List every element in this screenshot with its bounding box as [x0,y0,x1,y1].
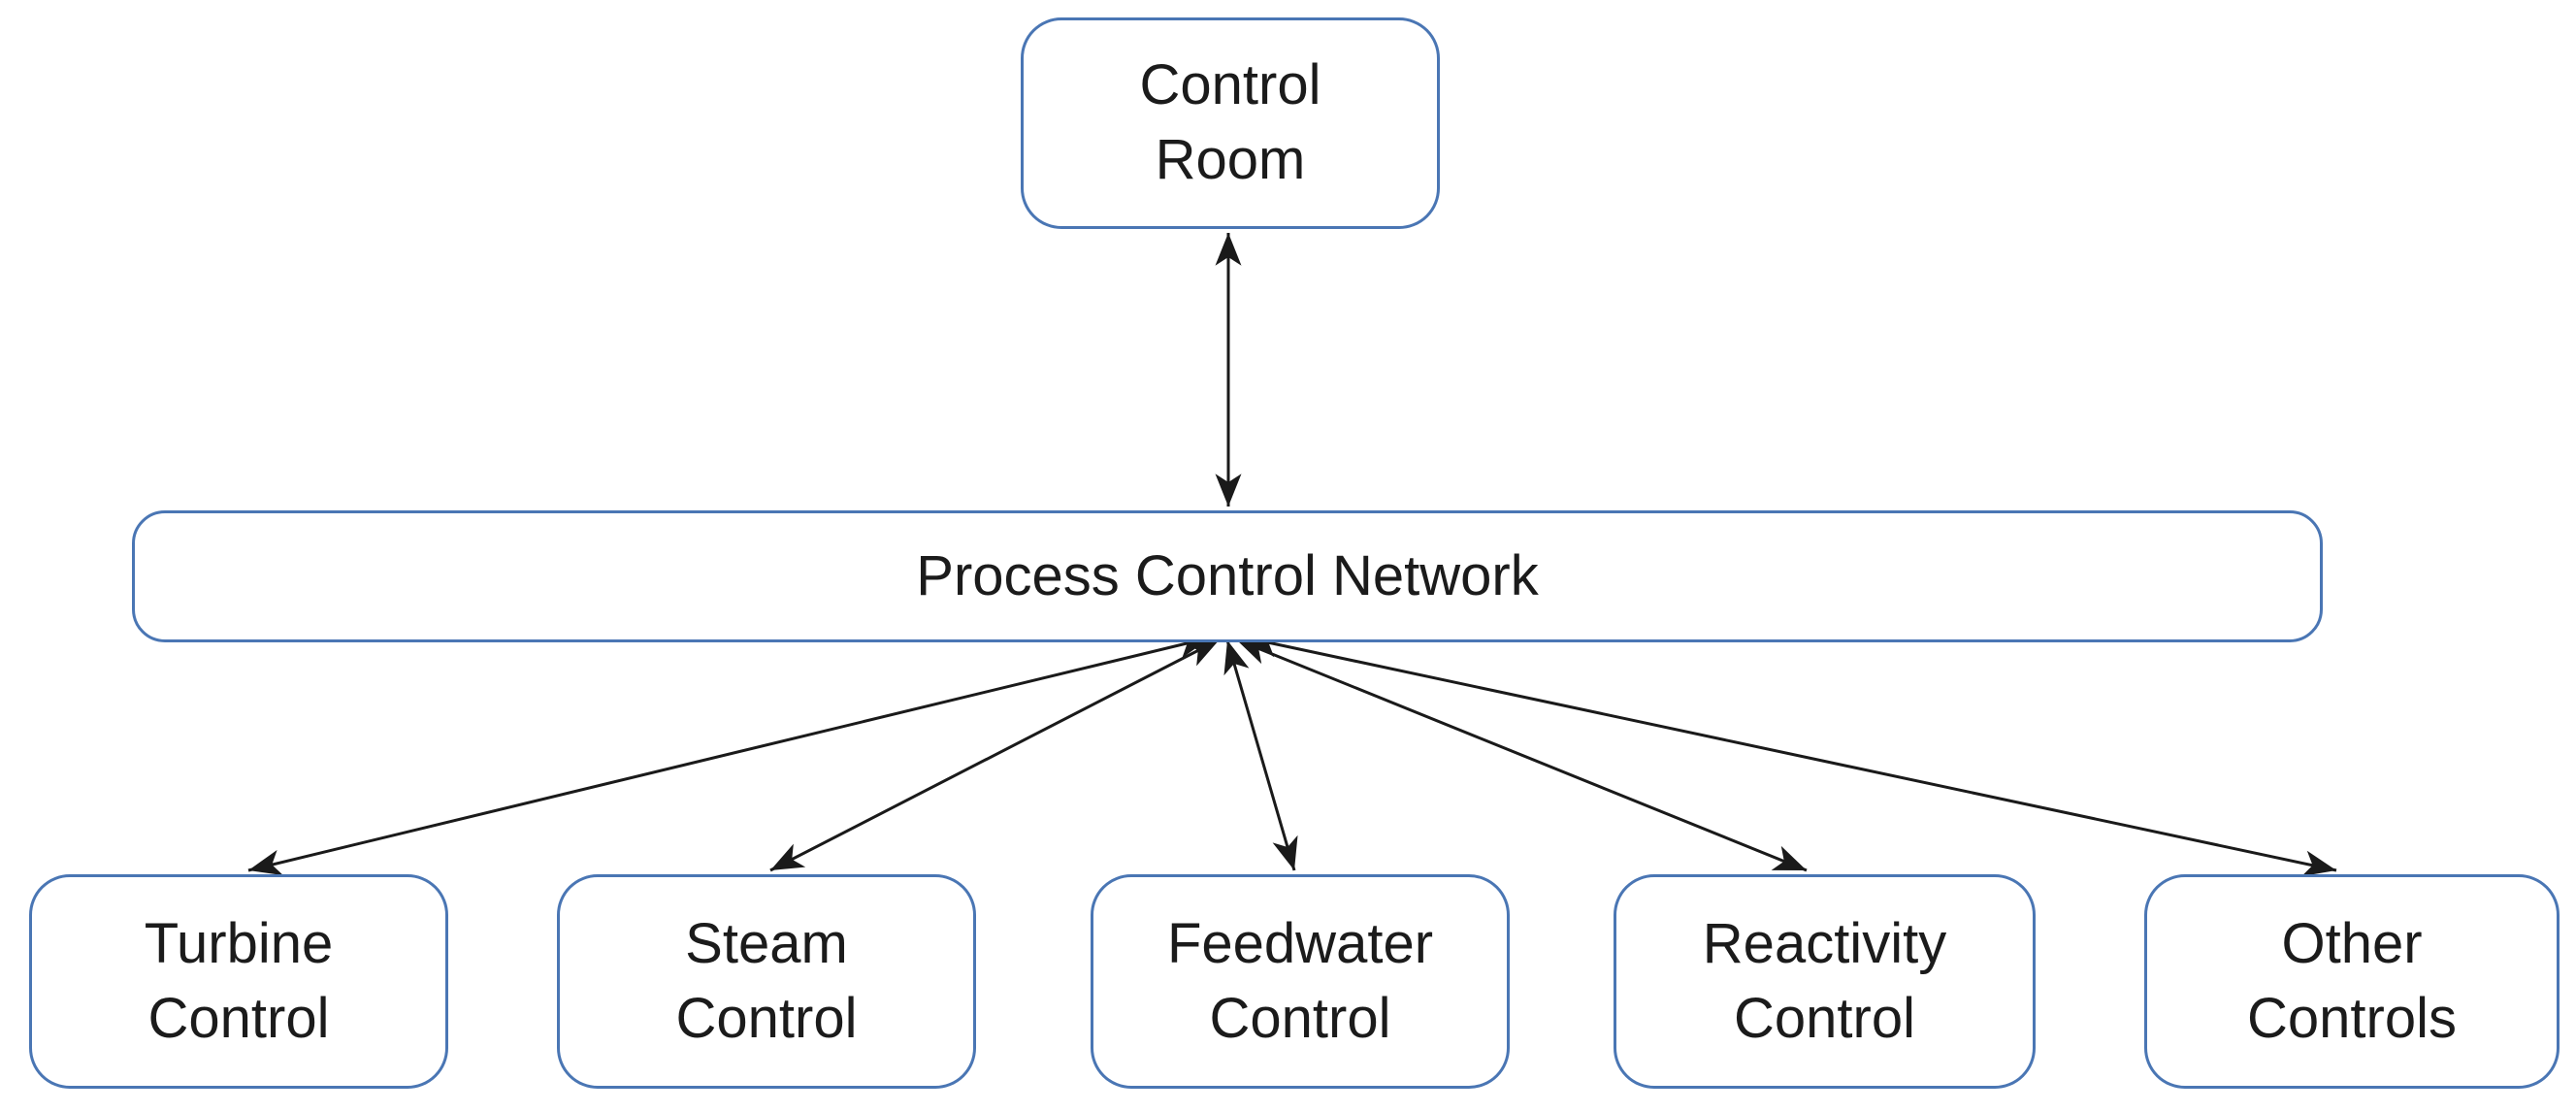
node-control-room: Control Room [1021,17,1440,229]
connector-pcn-other [1244,631,2337,877]
node-turbine-control-label-line1: Turbine [144,911,334,975]
node-control-room-label-line2: Room [1155,128,1306,191]
node-steam-control-label-line2: Control [675,986,858,1050]
connector-pcn-reactivity [1235,638,1808,872]
node-other-controls: Other Controls [2144,874,2560,1089]
connector-pcn-turbine [247,632,1212,876]
node-other-controls-label-line1: Other [2281,911,2423,975]
node-reactivity-control-label-line1: Reactivity [1702,911,1947,975]
node-feedwater-control-label-line2: Control [1209,986,1391,1050]
connector-pcn-steam [769,638,1221,872]
node-other-controls-label-line2: Controls [2247,986,2457,1050]
node-feedwater-control-label-line1: Feedwater [1166,911,1434,975]
node-turbine-control: Turbine Control [29,874,448,1089]
node-reactivity-control-label-line2: Control [1734,986,1915,1050]
node-turbine-control-label-line2: Control [147,986,330,1050]
node-process-control-network: Process Control Network [132,510,2323,642]
node-control-room-label-line1: Control [1139,53,1321,117]
node-process-control-network-label: Process Control Network [916,543,1539,607]
node-steam-control-label-line1: Steam [685,911,848,975]
node-feedwater-control: Feedwater Control [1091,874,1510,1089]
node-reactivity-control: Reactivity Control [1614,874,2036,1089]
connector-pcn-feedwater [1223,639,1298,871]
node-steam-control: Steam Control [557,874,976,1089]
